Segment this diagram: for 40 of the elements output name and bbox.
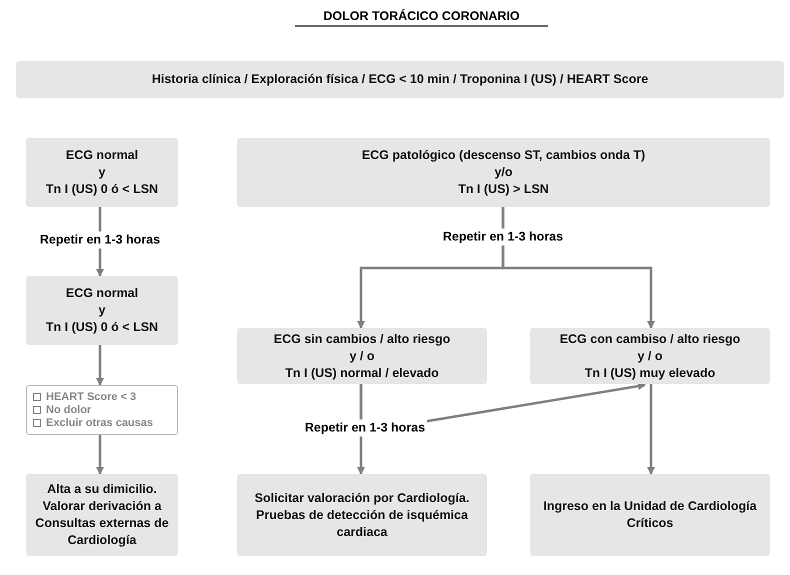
process-box (530, 474, 770, 556)
node-text: Solicitar valoración por Cardiología. Pruebas de detección de isquémica cardiaca (254, 490, 470, 540)
node-text: Tn I (US) normal / elevado (285, 364, 439, 382)
node-text: Alta a su dimicilio. Valorar derivación a Consultas externas de Cardiología (34, 481, 170, 549)
checklist-item: Excluir otras causas (46, 416, 154, 430)
edge-label: Repetir en 1-3 horas (440, 228, 566, 246)
process-box (237, 328, 487, 384)
arrow (647, 384, 655, 475)
edge-label: Repetir en 1-3 horas (38, 232, 162, 248)
node-text: y (98, 164, 106, 181)
arrow (502, 207, 655, 329)
process-box (26, 474, 178, 556)
process-box (16, 61, 784, 98)
arrow (96, 435, 104, 475)
node-text: Tn I (US) muy elevado (584, 364, 716, 382)
node-text: y / o (637, 348, 662, 364)
node-text: y / o (349, 348, 374, 364)
node-text: ECG normal (66, 285, 138, 302)
checklist-item: HEART Score < 3 (46, 390, 136, 404)
node-text: Tn I (US) 0 ó < LSN (46, 181, 158, 198)
node-text: y (98, 302, 106, 319)
node-text: Tn I (US) > LSN (458, 181, 549, 198)
node-text: ECG sin cambios / alto riesgo (274, 330, 450, 348)
node-text: ECG con cambiso / alto riesgo (560, 330, 740, 348)
diagram-title: DOLOR TORÁCICO CORONARIO (322, 9, 521, 23)
node-text: Ingreso en la Unidad de Cardiología Críticos (542, 498, 758, 532)
process-box (26, 276, 178, 345)
checklist-item: No dolor (46, 404, 92, 416)
checklist-box (26, 385, 178, 435)
process-box (26, 138, 178, 207)
node-text: ECG patológico (descenso ST, cambios onda T) (362, 147, 646, 164)
node-text: Historia clínica / Exploración física / ECG < 10 min / Troponina I (US) / HEART Score (152, 71, 648, 88)
node-text: y/o (494, 164, 513, 181)
process-box (237, 474, 487, 556)
edge-label: Repetir en 1-3 horas (302, 420, 428, 436)
process-box (530, 328, 770, 384)
arrow (96, 345, 104, 386)
node-text: ECG normal (66, 147, 138, 164)
process-box (237, 138, 770, 207)
node-text: Tn I (US) 0 ó < LSN (46, 319, 158, 336)
